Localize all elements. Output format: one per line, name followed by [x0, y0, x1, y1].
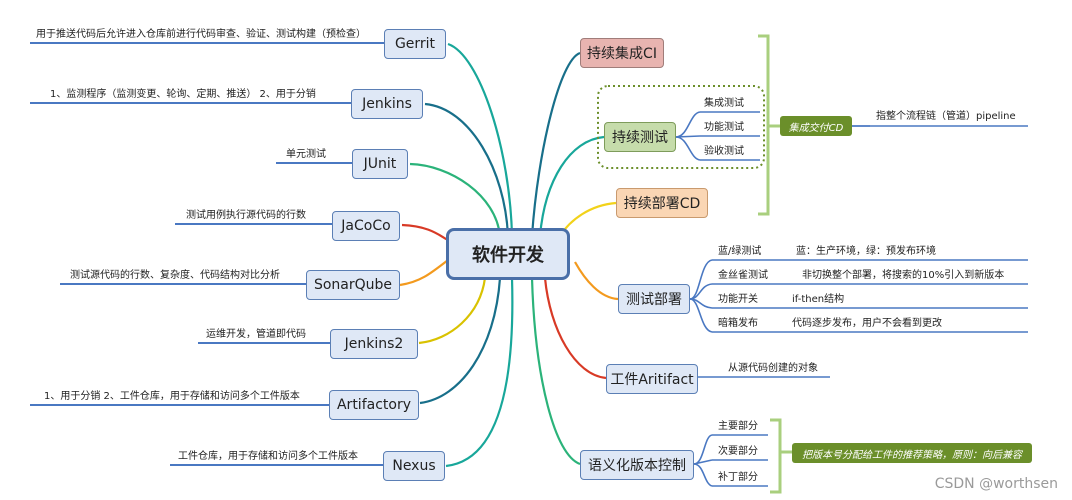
branch-jacoco	[401, 223, 449, 241]
semver-badge: 把版本号分配给工件的推荐策略，原则：向后兼容	[792, 443, 1032, 463]
node-jenkins[interactable]: Jenkins	[351, 89, 423, 119]
nexus-desc: 工件仓库，用于存储和访问多个工件版本	[178, 451, 358, 462]
deploy-item-1-desc: 蓝：生产环境，绿：预发布环境	[796, 246, 936, 257]
node-jenkins2[interactable]: Jenkins2	[330, 329, 418, 359]
sonarqube-desc: 测试源代码的行数、复杂度、代码结构对比分析	[70, 270, 280, 281]
jacoco-desc: 测试用例执行源代码的行数	[186, 210, 306, 221]
branch-artifactory	[419, 277, 502, 405]
deploy-item-2-desc: 非切换整个部署，将搜索的10%引入到新版本	[802, 270, 1005, 281]
deploy-item-2: 金丝雀测试	[718, 270, 768, 281]
node-ci[interactable]: 持续集成CI	[580, 38, 664, 68]
node-artifact[interactable]: 工件Aritifact	[606, 364, 698, 394]
node-gerrit[interactable]: Gerrit	[384, 29, 446, 59]
branch-nexus	[445, 277, 514, 468]
deploy-item-4: 暗箱发布	[718, 318, 758, 329]
deploy-item-4-desc: 代码逐步发布，用户不会看到更改	[792, 318, 942, 329]
branch-jenkins2	[418, 277, 487, 345]
cd-badge: 集成交付CD	[780, 116, 852, 136]
ct-link-3	[675, 136, 701, 161]
semver-item-2: 次要部分	[718, 446, 758, 457]
ct-link-2	[675, 135, 701, 138]
branch-ct	[538, 135, 605, 237]
branch-ci	[530, 51, 581, 237]
junit-desc: 单元测试	[286, 149, 326, 160]
semver-bracket	[770, 418, 792, 494]
node-jacoco[interactable]: JaCoCo	[332, 211, 400, 241]
jenkins2-desc: 运维开发，管道即代码	[206, 329, 306, 340]
deploy-item-3-desc: if-then结构	[792, 294, 845, 305]
branch-jenkins	[424, 102, 510, 237]
node-ct[interactable]: 持续测试	[604, 122, 676, 152]
deploy-link-4	[689, 298, 713, 333]
gerrit-desc: 用于推送代码后允许进入仓库前进行代码审查、验证、测试构建（预检查）	[36, 29, 366, 40]
semver-link-2	[693, 459, 713, 465]
node-cd[interactable]: 持续部署CD	[616, 188, 708, 218]
ct-group-box	[597, 85, 765, 169]
artifact-desc: 从源代码创建的对象	[728, 363, 818, 374]
semver-item-3: 补丁部分	[718, 472, 758, 483]
branch-junit	[409, 162, 502, 237]
node-semver[interactable]: 语义化版本控制	[580, 450, 694, 480]
artifactory-desc: 1、用于分销 2、工件仓库，用于存储和访问多个工件版本	[44, 391, 300, 402]
cd-badge-desc: 指整个流程链（管道）pipeline	[876, 111, 1016, 122]
branch-semver	[530, 277, 581, 466]
ct-item-3: 验收测试	[704, 146, 744, 157]
deploy-item-3: 功能开关	[718, 294, 758, 305]
center-node[interactable]: 软件开发	[446, 228, 570, 280]
ct-item-2: 功能测试	[704, 122, 744, 133]
node-nexus[interactable]: Nexus	[383, 451, 445, 481]
watermark: CSDN @worthsen	[934, 476, 1058, 492]
branch-sonarqube	[399, 259, 449, 287]
semver-item-1: 主要部分	[718, 421, 758, 432]
node-junit[interactable]: JUnit	[352, 149, 408, 179]
semver-link-3	[693, 463, 713, 487]
semver-link-1	[693, 434, 713, 465]
node-deploy[interactable]: 测试部署	[618, 284, 690, 314]
deploy-link-1	[689, 259, 713, 300]
branch-artifact	[543, 277, 607, 380]
branch-gerrit	[447, 42, 514, 237]
node-artifactory[interactable]: Artifactory	[329, 390, 419, 420]
deploy-item-1: 蓝/绿测试	[718, 246, 762, 257]
jenkins-desc: 1、监测程序（监测变更、轮询、定期、推送） 2、用于分销	[50, 89, 316, 100]
ct-item-1: 集成测试	[704, 98, 744, 109]
node-sonarqube[interactable]: SonarQube	[306, 270, 400, 300]
branch-deploy	[574, 261, 619, 301]
ct-link-1	[675, 111, 701, 138]
cd-bracket	[758, 34, 780, 216]
